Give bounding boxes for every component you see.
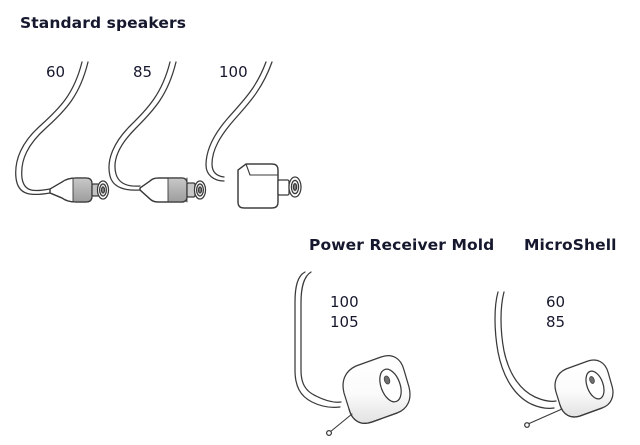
connector-tapered-60	[49, 177, 110, 203]
cable-microshell	[494, 291, 557, 409]
speaker-length-label-60: 60	[46, 63, 66, 81]
capsule-power-receiver	[325, 355, 411, 437]
speaker-length-label-85: 85	[133, 63, 153, 81]
connector-barrel-85	[139, 177, 207, 203]
standard-speakers-heading: Standard speakers	[20, 14, 187, 32]
speaker-assembly-60	[15, 61, 110, 203]
cable-85	[108, 61, 177, 191]
power-receiver-mold-assembly	[294, 271, 411, 437]
power-receiver-length-label-105: 105	[330, 313, 359, 331]
speaker-assembly-85	[108, 61, 207, 203]
power-receiver-length-label-100: 100	[330, 293, 359, 311]
microshell-assembly	[494, 291, 614, 428]
microshell-heading: MicroShell	[524, 236, 617, 254]
capsule-microshell	[524, 359, 614, 428]
cable-60	[15, 61, 89, 196]
speaker-length-label-100: 100	[219, 63, 248, 81]
microshell-length-label-85: 85	[546, 313, 566, 331]
connector-boxy-100	[237, 163, 302, 209]
microshell-length-label-60: 60	[546, 293, 566, 311]
speaker-assembly-100	[205, 61, 302, 209]
power-receiver-mold-heading: Power Receiver Mold	[309, 236, 495, 254]
cable-power-receiver	[294, 271, 342, 408]
cable-100	[205, 61, 273, 182]
